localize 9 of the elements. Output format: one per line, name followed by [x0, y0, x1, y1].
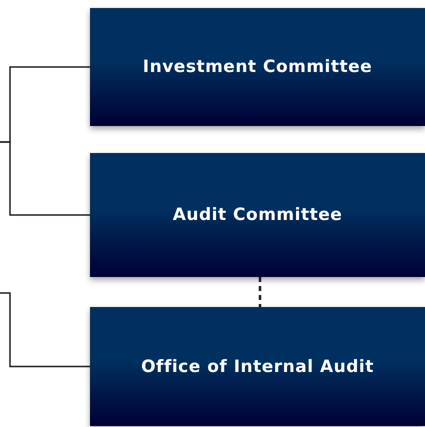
box-title: Investment Committee: [142, 57, 372, 77]
connector-line: [0, 141, 90, 216]
connector-line: [0, 292, 90, 368]
committee-box: [90, 307, 425, 426]
committee-box: [90, 8, 425, 126]
box-title: Office of Internal Audit: [141, 356, 374, 376]
committee-box: [90, 153, 425, 277]
box-title: Audit Committee: [172, 205, 342, 225]
dashed-connector: [258, 277, 262, 307]
